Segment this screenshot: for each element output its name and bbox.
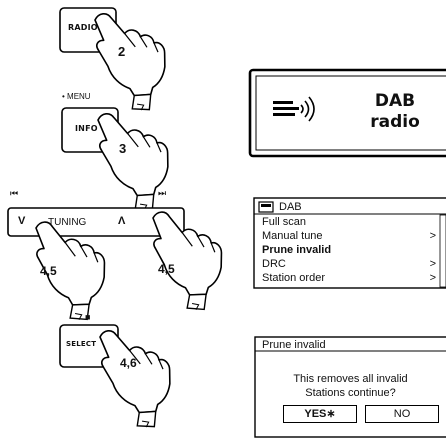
confirm-message-line1: This removes all invalid xyxy=(255,373,446,385)
tuning-down-button[interactable]: V xyxy=(18,215,25,227)
tuning-right-step-number: 4,5 xyxy=(158,262,175,276)
stop-icon: ■ xyxy=(85,312,90,322)
no-button[interactable]: NO xyxy=(365,405,439,423)
drc-arrow-icon: > xyxy=(430,258,436,270)
select-step-number: 4,6 xyxy=(120,356,137,370)
info-button-label[interactable]: INFO xyxy=(75,124,98,133)
tuning-hand-right xyxy=(146,199,236,318)
menu-item-manual-tune[interactable]: Manual tune xyxy=(262,230,323,242)
radio-button-label[interactable]: RADIO xyxy=(68,23,98,32)
menu-caption: • MENU xyxy=(62,92,91,101)
tuning-up-button[interactable]: Λ xyxy=(118,215,125,227)
confirm-screen-title: Prune invalid xyxy=(262,339,326,351)
menu-item-station-order[interactable]: Station order xyxy=(262,272,325,284)
manual-tune-arrow-icon: > xyxy=(430,230,436,242)
tuning-label: TUNING xyxy=(48,217,86,228)
menu-list: Full scan Manual tune > Prune invalid DR… xyxy=(254,215,440,287)
menu-item-drc[interactable]: DRC xyxy=(262,258,286,270)
menu-screen-title: DAB xyxy=(279,201,302,213)
select-button-label[interactable]: SELECT xyxy=(66,340,96,348)
confirm-message-line2: Stations continue? xyxy=(255,387,446,399)
menu-item-full-scan[interactable]: Full scan xyxy=(262,216,306,228)
prev-track-icon: ⏮ xyxy=(10,188,18,199)
next-track-icon: ⏭ xyxy=(158,188,166,199)
splash-line2: radio xyxy=(360,113,430,131)
yes-button[interactable]: YES∗ xyxy=(283,405,357,423)
select-hand xyxy=(93,316,186,436)
info-step-number: 3 xyxy=(119,141,126,156)
radio-step-number: 2 xyxy=(118,44,125,59)
splash-line1: DAB xyxy=(360,92,430,110)
station-order-arrow-icon: > xyxy=(430,272,436,284)
tuning-left-step-number: 4,5 xyxy=(40,264,57,278)
info-hand xyxy=(91,99,184,219)
menu-item-prune-invalid[interactable]: Prune invalid xyxy=(262,244,331,256)
radio-hand xyxy=(88,0,181,119)
